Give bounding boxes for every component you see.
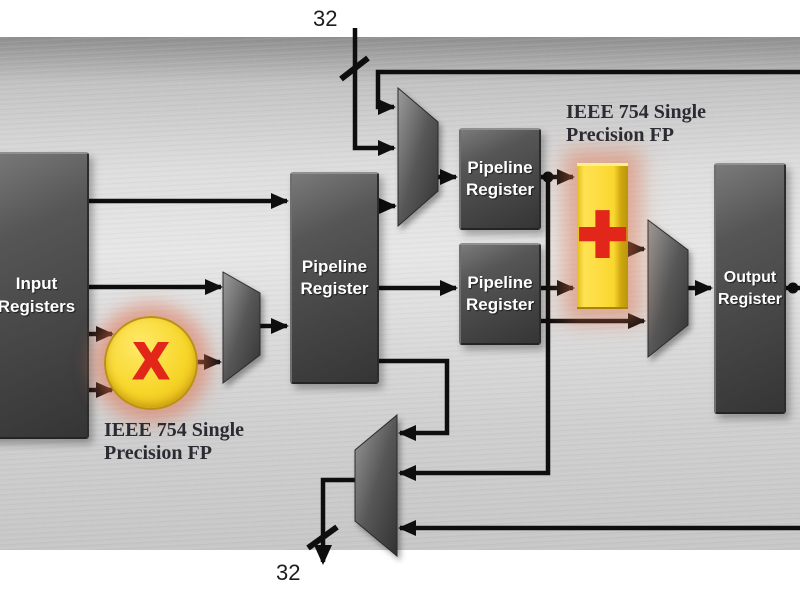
wire-junction-to-writeback-mux <box>398 177 551 481</box>
pipeline-register-main-label: Pipeline Register <box>300 256 369 298</box>
output-register-label: Output Register <box>717 269 783 308</box>
bus-width-label-bottom: 32 <box>276 560 301 585</box>
pipeline-register-top-block: Pipeline Register <box>459 128 541 230</box>
adder-input-mux <box>397 86 439 228</box>
pipeline-register-top-label: Pipeline Register <box>465 157 535 199</box>
junction-dot-accumulate <box>542 171 554 183</box>
bus-width-slash-bottom <box>306 524 339 551</box>
multiplier-unit: X <box>104 316 198 410</box>
pipeline-register-main-block: Pipeline Register <box>290 172 379 384</box>
multiply-icon: X <box>133 332 169 391</box>
bus-width-label-top: 32 <box>313 6 338 31</box>
wire-writeback-mux-to-bus-out <box>314 477 355 565</box>
pipeline-register-bottom-block: Pipeline Register <box>459 243 541 345</box>
adder-unit: + <box>575 163 630 309</box>
pipeline-register-bottom-label: Pipeline Register <box>465 272 535 314</box>
multiplier-fp-annotation: IEEE 754 Single Precision FP <box>104 419 245 464</box>
bus-width-slash-top <box>339 55 370 82</box>
input-stage-mux <box>222 271 261 385</box>
input-registers-block: Input Registers <box>0 152 89 439</box>
wire-bus-in-to-top-mux <box>352 28 396 156</box>
wire-feedback-to-top-mux <box>375 69 800 115</box>
junction-dot-output <box>787 282 799 294</box>
adder-fp-annotation: IEEE 754 Single Precision FP <box>566 101 707 146</box>
writeback-mux <box>354 413 398 558</box>
output-register-block: Output Register <box>714 163 786 414</box>
wire-main-pipeline-to-writeback-mux <box>375 358 450 441</box>
input-registers-label: Input Registers <box>0 274 76 316</box>
result-select-mux <box>647 219 689 359</box>
